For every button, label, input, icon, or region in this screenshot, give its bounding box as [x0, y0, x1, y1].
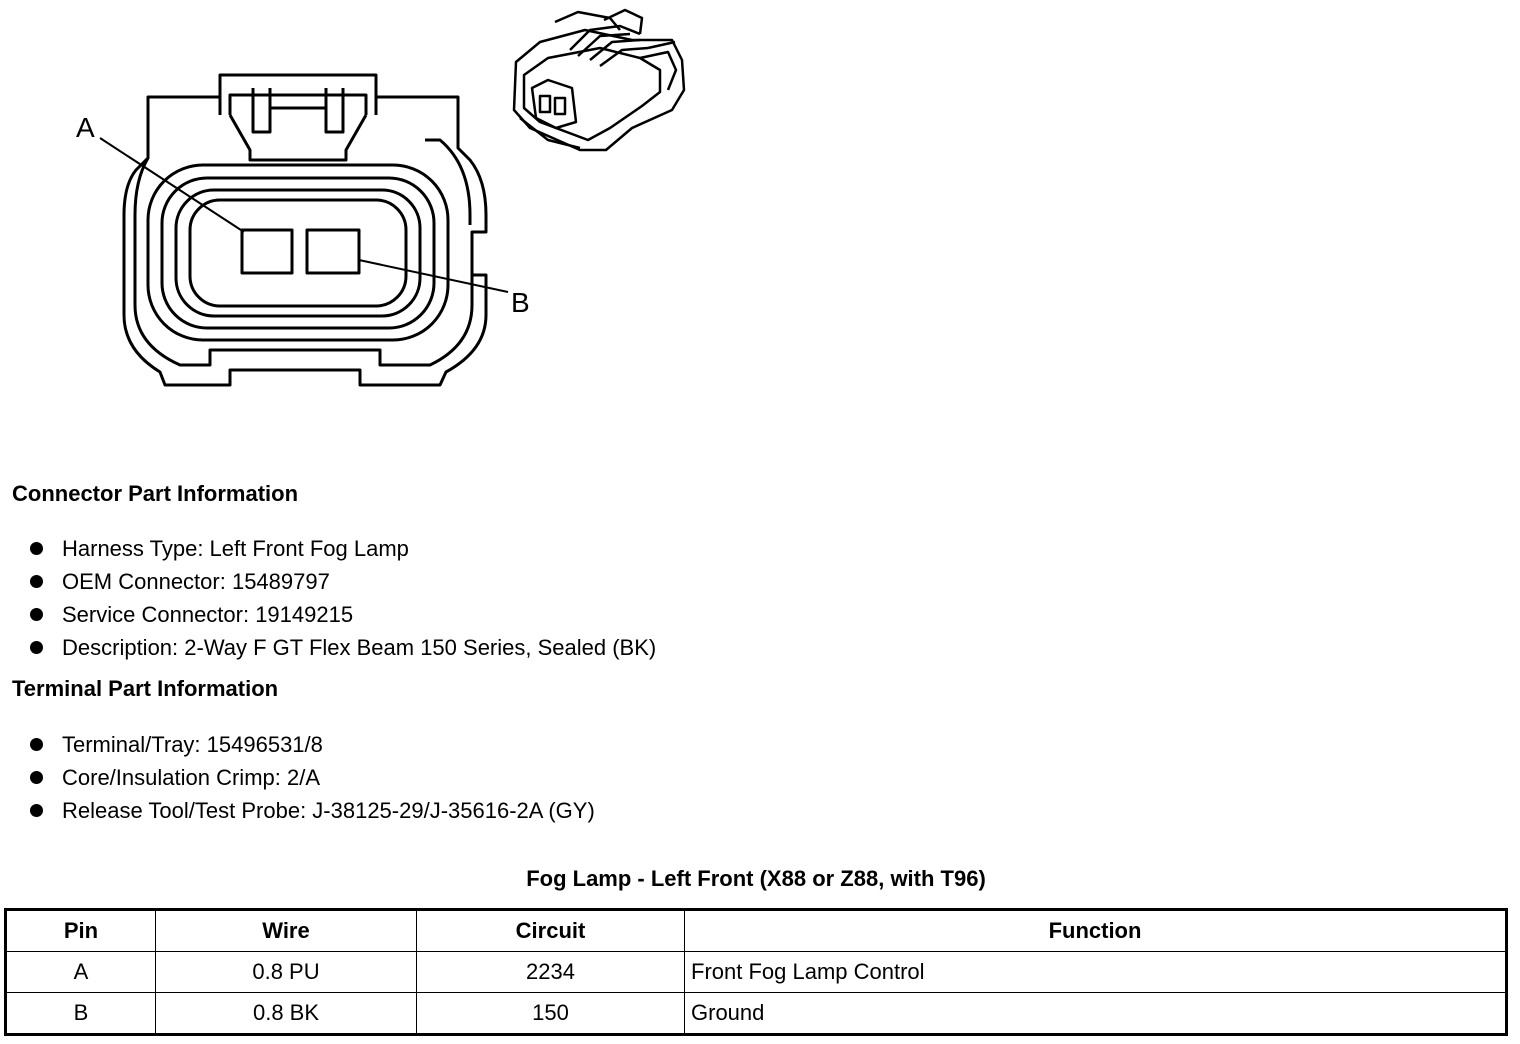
list-item: Harness Type: Left Front Fog Lamp: [28, 532, 656, 565]
cell-function: Ground: [684, 992, 1507, 1035]
cell-wire: 0.8 PU: [155, 951, 417, 993]
list-item-text: OEM Connector: 15489797: [62, 569, 330, 594]
connector-info-heading: Connector Part Information: [12, 481, 299, 506]
list-item: Terminal/Tray: 15496531/8: [28, 728, 595, 761]
terminal-cavity-b: [305, 228, 361, 275]
pin-label-a: A: [76, 112, 95, 143]
column-header-function: Function: [684, 909, 1507, 952]
cell-pin: A: [5, 951, 156, 993]
cell-function: Front Fog Lamp Control: [684, 951, 1507, 993]
bullet-icon: [30, 542, 43, 555]
bullet-icon: [30, 608, 43, 621]
column-header-pin: Pin: [5, 909, 156, 952]
pin-table: Pin Wire Circuit Function A 0.8 PU 2234 …: [4, 908, 1508, 1036]
table-header-row: Pin Wire Circuit Function: [5, 909, 1507, 952]
bullet-icon: [30, 641, 43, 654]
list-item-text: Core/Insulation Crimp: 2/A: [62, 765, 320, 790]
terminal-info-heading: Terminal Part Information: [12, 676, 279, 701]
list-item: Core/Insulation Crimp: 2/A: [28, 761, 595, 794]
list-item: Release Tool/Test Probe: J-38125-29/J-35…: [28, 794, 595, 827]
list-item: OEM Connector: 15489797: [28, 565, 656, 598]
column-header-wire: Wire: [155, 909, 417, 952]
bullet-icon: [30, 738, 43, 751]
pin-label-b: B: [511, 287, 530, 318]
cell-circuit: 2234: [416, 951, 685, 993]
list-item-text: Harness Type: Left Front Fog Lamp: [62, 536, 409, 561]
connector-latch: [218, 73, 378, 115]
list-item-text: Release Tool/Test Probe: J-38125-29/J-35…: [62, 798, 595, 823]
bullet-icon: [30, 771, 43, 784]
leader-line-a: [99, 137, 245, 233]
list-item: Service Connector: 19149215: [28, 598, 656, 631]
cell-wire: 0.8 BK: [155, 992, 417, 1035]
connector-seal-outer: [146, 163, 450, 342]
list-item-text: Description: 2-Way F GT Flex Beam 150 Se…: [62, 635, 657, 660]
list-item-text: Service Connector: 19149215: [62, 602, 354, 627]
bullet-icon: [30, 804, 43, 817]
connector-info-list: Harness Type: Left Front Fog Lamp OEM Co…: [28, 532, 656, 664]
cell-pin: B: [5, 992, 156, 1035]
list-item-text: Terminal/Tray: 15496531/8: [62, 732, 323, 757]
bullet-icon: [30, 575, 43, 588]
column-header-circuit: Circuit: [416, 909, 685, 952]
table-row: A 0.8 PU 2234 Front Fog Lamp Control: [5, 951, 1507, 993]
list-item: Description: 2-Way F GT Flex Beam 150 Se…: [28, 631, 656, 664]
connector-face-diagram: A B: [76, 8, 686, 387]
connector-isometric-illustration: [512, 8, 686, 152]
cell-circuit: 150: [416, 992, 685, 1035]
pin-table-title: Fog Lamp - Left Front (X88 or Z88, with …: [526, 866, 986, 891]
leader-line-b: [358, 259, 509, 293]
terminal-info-list: Terminal/Tray: 15496531/8 Core/Insulatio…: [28, 728, 595, 827]
table-row: B 0.8 BK 150 Ground: [5, 992, 1507, 1035]
terminal-cavity-a: [240, 228, 294, 275]
connector-outer-shell: [122, 95, 488, 387]
